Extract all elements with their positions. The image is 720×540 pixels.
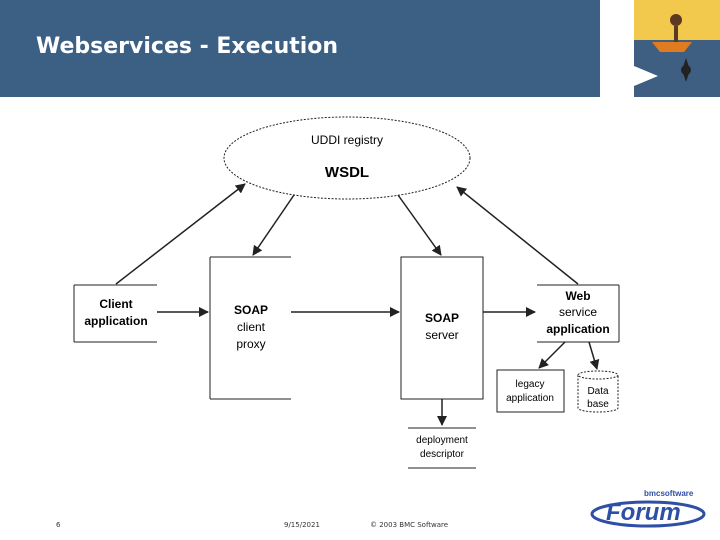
soap-server-label-1: SOAP	[425, 311, 459, 325]
page-title: Webservices - Execution	[36, 34, 339, 59]
arrow-webapp-to-database	[588, 341, 600, 370]
web-app-label-2: service	[559, 305, 597, 319]
database-label-2: base	[587, 399, 609, 410]
client-label-2: application	[84, 314, 147, 328]
soap-client-proxy-box	[211, 258, 291, 398]
brand-big-text: Forum	[606, 499, 681, 526]
wsdl-label: WSDL	[325, 164, 369, 181]
client-application-box	[74, 285, 157, 342]
soap-proxy-label-1: SOAP	[234, 303, 268, 317]
database-cylinder-icon	[577, 370, 619, 413]
legacy-application-box	[496, 369, 565, 413]
arrow-client-to-uddi	[115, 183, 246, 285]
arrow-webapp-to-uddi	[456, 186, 579, 285]
arrow-uddi-to-proxy	[252, 194, 295, 256]
boat-logo-icon	[634, 0, 720, 97]
soap-server-label-2: server	[425, 328, 458, 342]
descriptor-label-2: descriptor	[420, 449, 465, 460]
soap-proxy-label-3: proxy	[236, 337, 265, 351]
arrow-webapp-to-legacy	[538, 341, 566, 369]
page-number: 6	[56, 521, 61, 529]
legacy-label-1: legacy	[516, 379, 545, 390]
uddi-label: UDDI registry	[311, 133, 383, 147]
web-app-label-3: application	[546, 322, 609, 336]
bmc-forum-logo: bmcsoftware Forum	[590, 489, 706, 528]
descriptor-label-1: deployment	[416, 435, 468, 446]
client-label-1: Client	[99, 297, 132, 311]
soap-proxy-label-2: client	[237, 320, 266, 334]
header-bar: Webservices - Execution	[0, 0, 600, 97]
arrow-uddi-to-server	[397, 194, 442, 256]
legacy-label-2: application	[506, 393, 554, 404]
database-label-1: Data	[587, 386, 609, 397]
footer-date: 9/15/2021	[284, 521, 320, 529]
soap-server-box	[400, 256, 484, 400]
uddi-registry-ellipse	[223, 116, 471, 200]
brand-small-text: bmcsoftware	[644, 489, 694, 498]
footer-copyright: © 2003 BMC Software	[370, 521, 449, 529]
web-app-label-1: Web	[565, 289, 590, 303]
